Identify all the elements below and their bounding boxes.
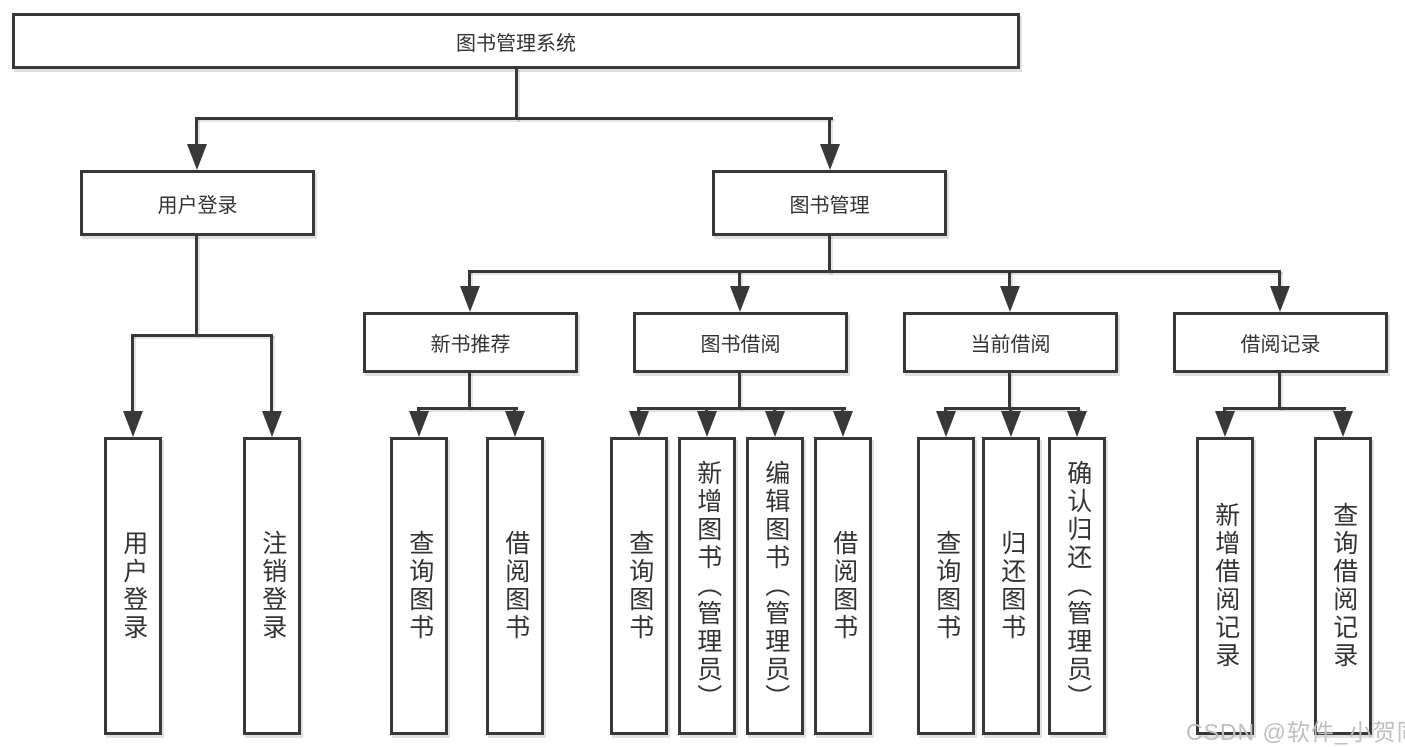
connector-leaf-logout-stem [270,334,273,413]
arrow-to-current-borrow [1000,286,1020,312]
leaf-bb-add-book-label: 新增图书（管理员） [693,460,722,712]
connector-level2-hline [195,117,833,120]
connector-bookborrow-stub [738,372,741,409]
leaf-bb-borrow-book: 借阅图书 [814,437,872,735]
connector-bookmgmt-stub [828,235,831,273]
arrow-to-br-query [1333,411,1353,437]
arrow-to-cb-query [936,411,956,437]
leaf-nbr-query-book: 查询图书 [390,437,448,735]
node-current-borrow: 当前借阅 [903,312,1118,373]
arrow-to-leaf-logout [262,411,282,437]
leaf-bb-add-book: 新增图书（管理员） [678,437,736,735]
node-book-borrow: 图书借阅 [633,312,848,373]
node-book-mgmt: 图书管理 [712,170,947,236]
arrow-to-new-book-rec [460,286,480,312]
node-current-borrow-label: 当前借阅 [970,334,1051,356]
connector-bookborrow-stem [738,270,741,290]
arrow-to-book-mgmt [820,144,840,170]
node-borrow-record-label: 借阅记录 [1240,334,1321,356]
leaf-br-add-record-label: 新增借阅记录 [1211,502,1240,670]
node-borrow-record: 借阅记录 [1173,312,1388,373]
connector-bookmgmt-stem [828,117,831,148]
node-new-book-rec-label: 新书推荐 [430,334,511,356]
connector-leaf-login-stem [131,334,134,413]
connector-currentborrow-stem [1008,270,1011,290]
leaf-user-login-label: 用户登录 [119,530,148,642]
node-user-login: 用户登录 [80,170,315,236]
connector-userlogin-stem [195,117,198,148]
leaf-logout-label: 注销登录 [258,530,287,642]
leaf-cb-confirm-return: 确认归还（管理员） [1048,437,1106,735]
arrow-to-nbr-borrow [505,411,525,437]
leaf-bb-edit-book-label: 编辑图书（管理员） [761,460,790,712]
leaf-cb-confirm-return-label: 确认归还（管理员） [1063,460,1092,712]
node-root: 图书管理系统 [12,13,1020,69]
arrow-to-bb-borrow [833,411,853,437]
connector-level3-hline [468,270,1281,273]
arrow-to-cb-return [1001,411,1021,437]
node-new-book-rec: 新书推荐 [363,312,578,373]
leaf-bb-query-book-label: 查询图书 [625,530,654,642]
leaf-user-login: 用户登录 [104,437,162,735]
leaf-br-query-record-label: 查询借阅记录 [1329,502,1358,670]
leaf-bb-edit-book: 编辑图书（管理员） [746,437,804,735]
connector-borrowrecord-stub [1278,372,1281,409]
leaf-br-add-record: 新增借阅记录 [1196,437,1254,735]
arrow-to-bb-query [629,411,649,437]
connector-borrowrecord-stem [1278,270,1281,290]
leaf-bb-borrow-book-label: 借阅图书 [829,530,858,642]
arrow-to-bb-edit [765,411,785,437]
leaf-cb-return-book: 归还图书 [982,437,1040,735]
node-user-login-label: 用户登录 [157,194,238,217]
leaf-nbr-borrow-book-label: 借阅图书 [501,530,530,642]
leaf-bb-query-book: 查询图书 [610,437,668,735]
leaf-cb-return-book-label: 归还图书 [997,530,1026,642]
connector-root-stub [515,68,518,120]
connector-newbookrec-stub [468,372,471,409]
arrow-to-book-borrow [730,286,750,312]
arrow-to-borrow-record [1270,286,1290,312]
arrow-to-br-add [1215,411,1235,437]
connector-userlogin-stub [195,235,198,336]
leaf-nbr-borrow-book: 借阅图书 [486,437,544,735]
leaf-br-query-record: 查询借阅记录 [1314,437,1372,735]
csdn-watermark: CSDN @软件_小贺同学 [1186,719,1405,745]
leaf-cb-query-book: 查询图书 [917,437,975,735]
connector-newbookrec-hline [417,407,518,410]
connector-borrowrecord-hline [1223,407,1346,410]
arrow-to-nbr-query [409,411,429,437]
leaf-logout: 注销登录 [243,437,301,735]
connector-currentborrow-hline [944,407,1080,410]
connector-userlogin-hline [131,334,273,337]
node-book-borrow-label: 图书借阅 [700,334,781,356]
arrow-to-leaf-login [123,411,143,437]
connector-currentborrow-stub [1008,372,1011,409]
arrow-to-user-login [187,144,207,170]
node-book-mgmt-label: 图书管理 [789,194,870,217]
arrow-to-bb-add [697,411,717,437]
node-root-label: 图书管理系统 [456,32,576,55]
leaf-cb-query-book-label: 查询图书 [932,530,961,642]
leaf-nbr-query-book-label: 查询图书 [405,530,434,642]
arrow-to-cb-confirm [1067,411,1087,437]
connector-bookborrow-hline [637,407,846,410]
connector-newbookrec-stem [468,270,471,290]
